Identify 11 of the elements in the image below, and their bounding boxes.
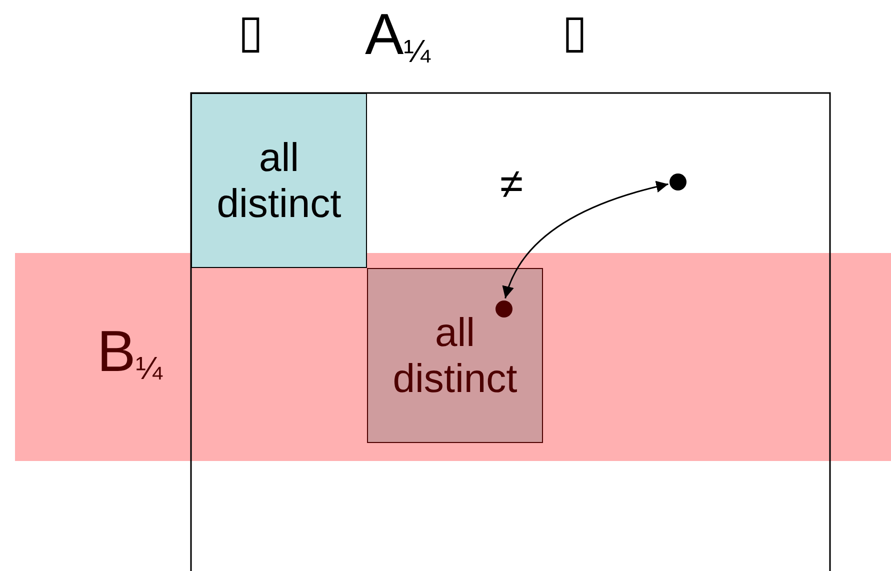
cell-box bbox=[191, 93, 367, 268]
not-equal-sign: ≠ bbox=[500, 163, 524, 205]
row-label: B$_{¼}$ bbox=[97, 323, 162, 385]
missing-glyph: ▯ bbox=[238, 8, 263, 54]
column-label: A$_{¼}$ bbox=[365, 6, 430, 68]
cell-text: all distinct bbox=[216, 134, 342, 226]
curved-arrow bbox=[503, 181, 668, 298]
cell-text: all distinct bbox=[392, 310, 518, 402]
missing-glyph: ▯ bbox=[562, 8, 587, 54]
cell-box bbox=[367, 268, 543, 443]
row-band bbox=[15, 253, 891, 461]
